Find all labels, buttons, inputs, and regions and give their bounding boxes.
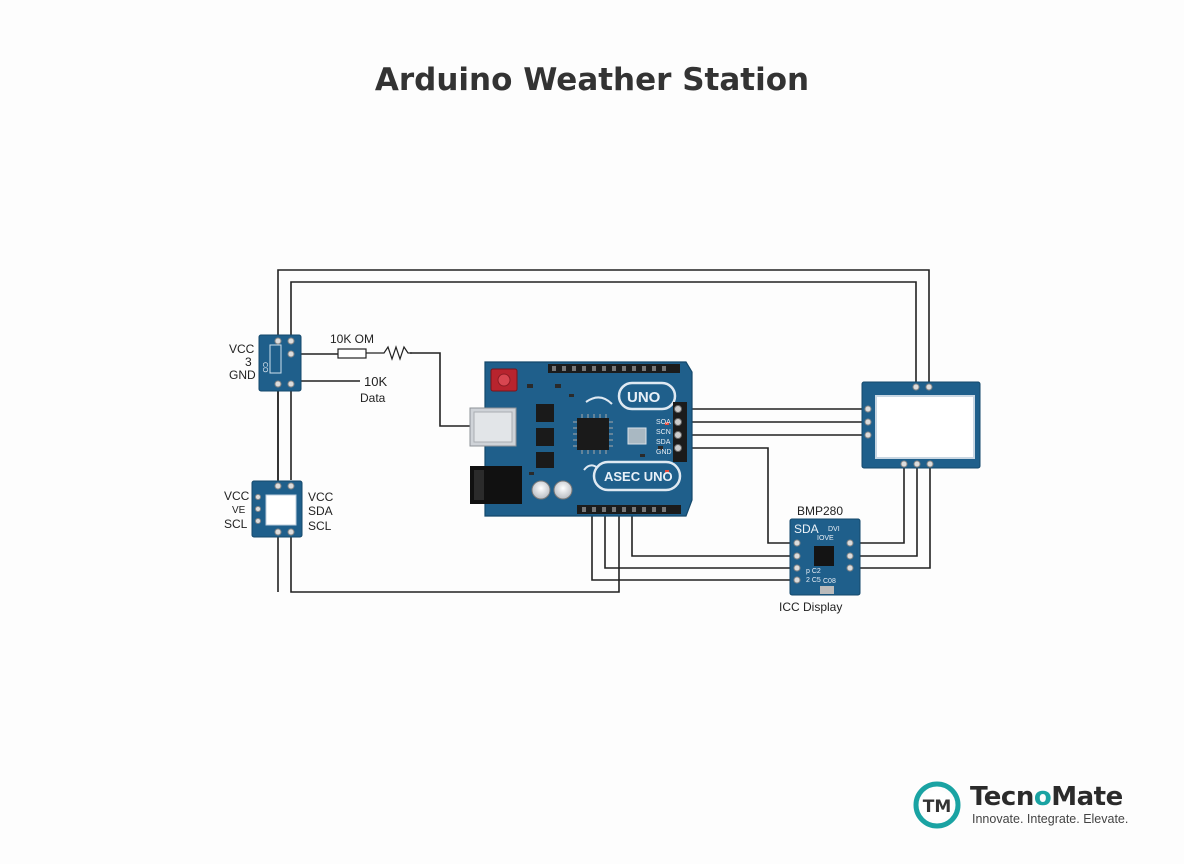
tecnomate-logo-mark-icon: TM [913, 781, 961, 829]
bmp-sda-label: SDA [794, 522, 819, 536]
logo-tagline: Innovate. Integrate. Elevate. [972, 812, 1129, 826]
temp-sensor-module: CO [258, 334, 302, 392]
lower-sensor-module [251, 480, 303, 538]
logo-name-a: Tecn [970, 782, 1034, 812]
wire-bmp-lcd-3 [854, 468, 931, 569]
label-bmp280: BMP280 [797, 504, 843, 518]
wire-bottom [290, 512, 620, 593]
bmp-dvi-label: DVI [828, 526, 840, 533]
label-data: Data [360, 391, 386, 405]
arduino-pin-sda: SDA [656, 439, 671, 446]
tecnomate-logo: TM TecnoMate Innovate. Integrate. Elevat… [912, 778, 1162, 834]
label-resistor-10k: 10K [364, 374, 387, 389]
arduino-uno-board: UNO ASEC UNO SOA SCN SDA GND [469, 361, 693, 517]
bmp-small3-label: 2 C5 [806, 577, 821, 584]
arduino-pin-soa: SOA [656, 419, 671, 426]
wires [277, 269, 931, 593]
wire-bmp-lcd-1 [854, 468, 905, 544]
arduino-pin-gnd: GND [656, 449, 672, 456]
logo-name-b: Mate [1051, 782, 1123, 812]
bmp280-module: SDA DVI IOVE p C2 2 C5 C08 [789, 518, 861, 596]
logo-name: TecnoMate [970, 782, 1123, 812]
resistor [337, 345, 412, 361]
label-sensor-vcc: VCC [229, 342, 255, 356]
label-mod2-left-mid: VE [232, 505, 246, 516]
bmp-small1-label: IOVE [817, 535, 834, 542]
bmp-small2-label: p C2 [806, 568, 821, 575]
wire-bmp-lcd-2 [854, 468, 918, 557]
bmp-small4-label: C08 [823, 578, 836, 585]
logo-name-o: o [1033, 782, 1052, 812]
arduino-pin-scn: SCN [656, 429, 671, 436]
wire-bmp-2 [604, 512, 792, 569]
sensor-chip-label: CO [261, 362, 268, 373]
logo-mark-text: TM [923, 797, 952, 817]
label-mod2-left-scl: SCL [224, 517, 248, 531]
label-resistor-top: 10K OM [330, 332, 374, 346]
wire-bmp-top [682, 447, 792, 544]
arduino-asec-label: ASEC UNO [604, 469, 673, 484]
arduino-uno-label: UNO [627, 389, 661, 406]
label-mod2-right-scl: SCL [308, 519, 332, 533]
label-sensor-gnd: GND [229, 368, 256, 382]
diagram-title: Arduino Weather Station [374, 62, 810, 98]
wire-top-inner [290, 281, 917, 384]
label-icc-display: ICC Display [779, 600, 842, 614]
label-mod2-right-sda: SDA [308, 504, 333, 518]
label-mod2-left-vcc: VCC [224, 489, 250, 503]
label-sensor-3: 3 [245, 355, 252, 369]
wire-bmp-3 [591, 512, 792, 581]
wire-bmp-1 [631, 512, 792, 557]
wire-resistor-out [410, 352, 470, 427]
lcd-display-module [861, 381, 981, 469]
label-mod2-right-vcc: VCC [308, 490, 334, 504]
